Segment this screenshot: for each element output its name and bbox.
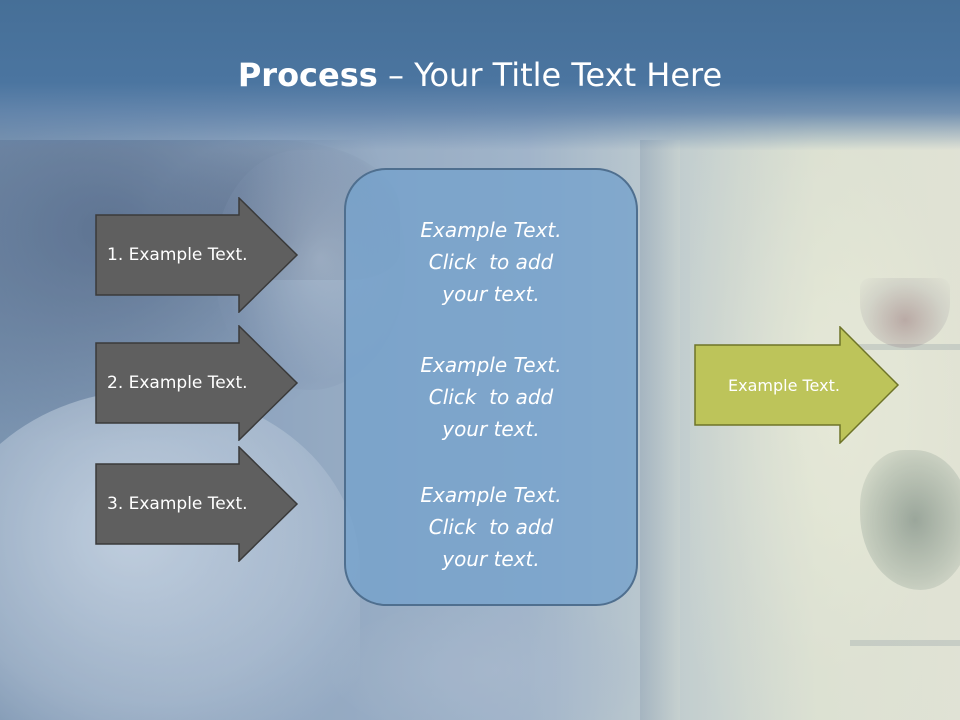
process-step-label: 2. Example Text. xyxy=(107,373,248,393)
background-arm-shape xyxy=(330,600,650,720)
background-fridge-shelf xyxy=(850,344,960,350)
panel-text-line: your text. xyxy=(442,282,540,306)
process-result-label: Example Text. xyxy=(728,375,840,395)
title-band xyxy=(0,0,960,150)
panel-text-line: Example Text. xyxy=(420,483,562,507)
process-result-arrow[interactable]: Example Text. xyxy=(694,326,900,444)
process-step-arrow-3[interactable]: 3. Example Text. xyxy=(95,446,299,562)
panel-text-line: Click to add xyxy=(428,385,554,409)
panel-text-line: Click to add xyxy=(428,250,554,274)
process-step-label: 3. Example Text. xyxy=(107,494,248,514)
background-lettuce xyxy=(860,450,960,590)
panel-text-line: Example Text. xyxy=(420,218,562,242)
slide-title[interactable]: Process – Your Title Text Here xyxy=(0,52,960,98)
arrow-shape xyxy=(694,326,900,444)
background-fridge-light xyxy=(690,150,960,720)
process-step-label: 1. Example Text. xyxy=(107,245,248,265)
process-step-arrow-2[interactable]: 2. Example Text. xyxy=(95,325,299,441)
panel-text-line: Click to add xyxy=(428,515,554,539)
background-shoulder-shape xyxy=(0,390,360,720)
process-center-panel[interactable]: Example Text. Click to add your text. Ex… xyxy=(344,168,638,606)
background-fridge-door xyxy=(640,140,680,720)
panel-text-line: your text. xyxy=(442,547,540,571)
arrow-shape xyxy=(95,325,299,441)
arrow-shape xyxy=(95,197,299,313)
panel-text-block-2[interactable]: Example Text. Click to add your text. xyxy=(346,349,636,445)
arrow-shape xyxy=(95,446,299,562)
panel-text-block-3[interactable]: Example Text. Click to add your text. xyxy=(346,479,636,575)
process-step-arrow-1[interactable]: 1. Example Text. xyxy=(95,197,299,313)
panel-text-line: your text. xyxy=(442,417,540,441)
panel-text-line: Example Text. xyxy=(420,353,562,377)
background-fruit-bowl xyxy=(860,278,950,348)
panel-text-block-1[interactable]: Example Text. Click to add your text. xyxy=(346,214,636,310)
title-bold-part: Process xyxy=(237,56,378,94)
background-fridge-shelf xyxy=(850,640,960,646)
title-rest-part: – Your Title Text Here xyxy=(377,56,723,94)
